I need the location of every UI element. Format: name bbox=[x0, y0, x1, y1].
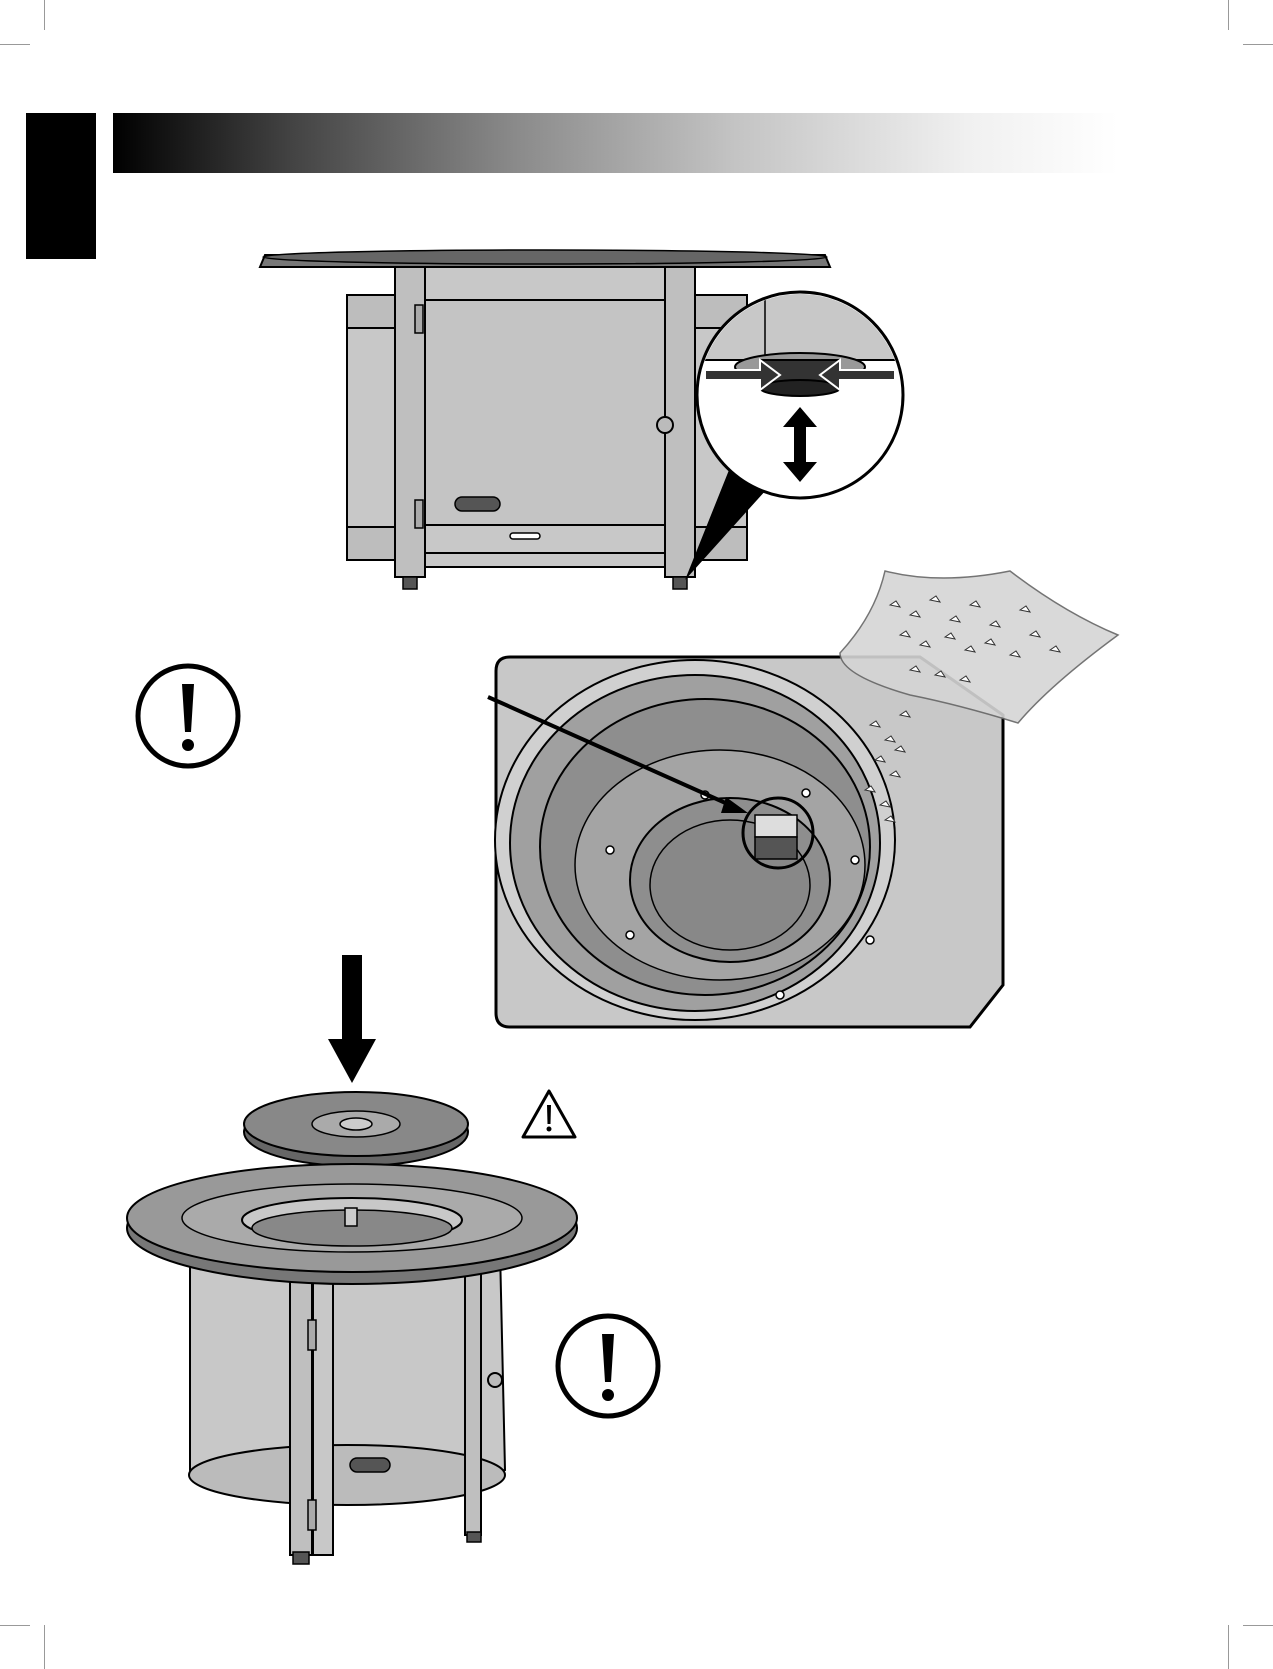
down-arrow-icon bbox=[328, 955, 376, 1085]
fire-table-illustration bbox=[125, 1170, 575, 1570]
crop-mark bbox=[44, 1625, 45, 1669]
crop-mark bbox=[1243, 44, 1273, 45]
crop-mark bbox=[0, 44, 30, 45]
burner-closeup-illustration bbox=[490, 575, 1120, 1035]
crop-mark bbox=[1228, 0, 1229, 30]
exclamation-icon bbox=[134, 662, 242, 770]
crop-mark bbox=[0, 1625, 30, 1626]
exclamation-icon bbox=[554, 1312, 662, 1420]
burner-lid-illustration bbox=[240, 1090, 472, 1170]
crop-mark bbox=[44, 0, 45, 30]
section-header-bar bbox=[113, 113, 1118, 173]
crop-mark bbox=[1243, 1625, 1273, 1626]
warning-triangle-icon bbox=[520, 1088, 578, 1140]
crop-mark bbox=[1228, 1625, 1229, 1669]
table-side-view-illustration bbox=[255, 245, 965, 605]
language-tab bbox=[26, 113, 96, 259]
